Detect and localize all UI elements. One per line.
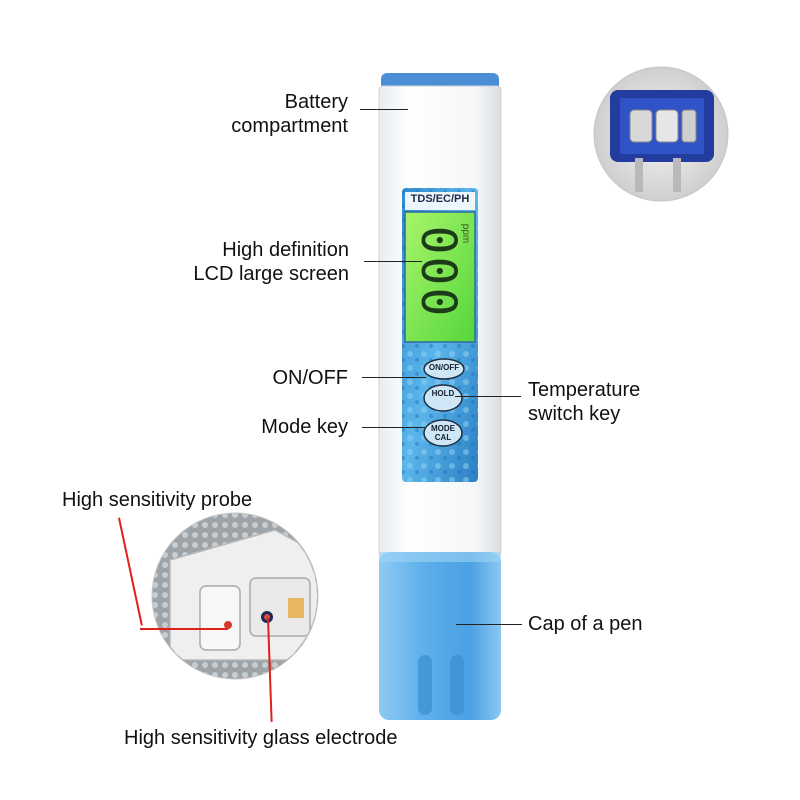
mode-cal-button-label[interactable]: MODE CAL — [424, 424, 462, 442]
callout-temp-line1: Temperature — [528, 379, 641, 401]
mode-label: MODE — [431, 424, 455, 433]
on-off-button — [423, 358, 465, 380]
leader-mode-key — [362, 427, 426, 428]
lcd-digits: 000 — [410, 225, 466, 319]
callout-cap: Cap of a pen — [528, 613, 643, 635]
leader-probe-horizontal — [140, 628, 228, 630]
callout-temp-line2: switch key — [528, 403, 621, 425]
leader-battery — [360, 109, 408, 110]
lcd-header: TDS/EC/PH — [410, 193, 470, 205]
lcd-unit: ppm — [460, 223, 472, 244]
callout-battery-line2: compartment — [231, 115, 348, 137]
hold-temp-button-label[interactable]: HOLD — [424, 389, 462, 398]
callout-lcd-line2: LCD large screen — [193, 263, 349, 285]
hold-label: HOLD — [431, 389, 455, 398]
cal-label: CAL — [434, 433, 452, 442]
leader-lcd — [364, 261, 422, 262]
callout-mode-key: Mode key — [261, 416, 348, 438]
leader-cap — [456, 624, 522, 625]
leader-temperature — [455, 396, 521, 397]
callout-battery-line1: Battery — [284, 91, 348, 113]
callout-on-off: ON/OFF — [272, 367, 348, 389]
leader-on-off — [362, 377, 426, 378]
pen-cap — [379, 552, 501, 720]
callout-temperature: Temperature switch key — [528, 378, 640, 426]
callout-probe: High sensitivity probe — [62, 489, 253, 511]
lcd-screen — [404, 211, 476, 343]
callout-electrode: High sensitivity glass electrode — [124, 727, 398, 749]
callout-lcd-line1: High definition — [222, 239, 349, 261]
callout-battery: Battery compartment — [190, 90, 348, 138]
callout-lcd: High definition LCD large screen — [150, 238, 349, 286]
on-off-button-label[interactable]: ON/OFF — [428, 363, 460, 372]
hold-temp-button — [423, 384, 463, 412]
mode-cal-button — [423, 419, 463, 447]
